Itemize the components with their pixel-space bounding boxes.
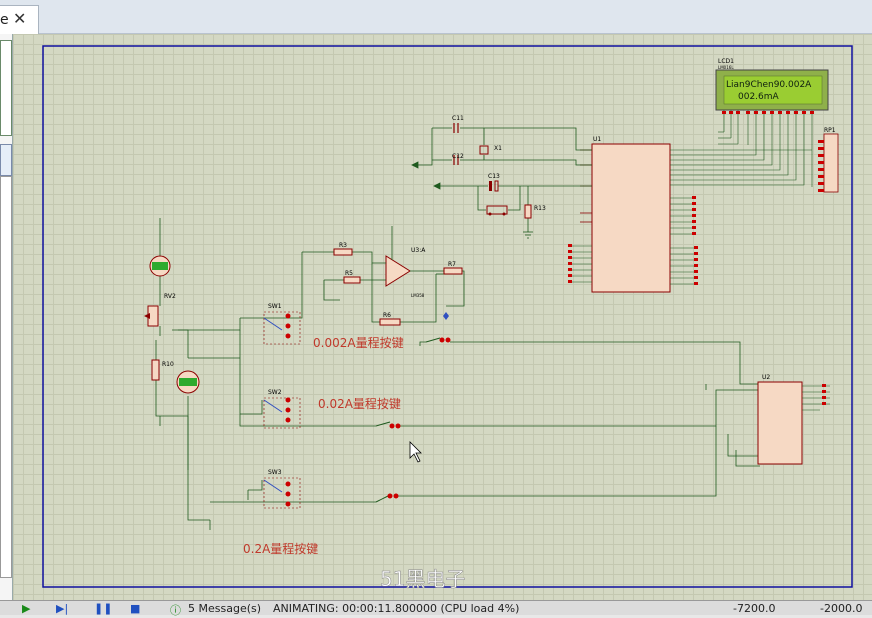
label-btn-0002a: 0.002A量程按键 <box>313 335 404 350</box>
switch-sw3: SW3 <box>263 469 301 509</box>
crystal-x1: X1 <box>479 145 502 155</box>
coord-y: -2000.0 <box>820 602 863 615</box>
capacitor-c13: C13 <box>488 173 500 192</box>
probe-diamond <box>443 312 449 320</box>
push-button-2 <box>375 421 401 429</box>
r7-ref: R7 <box>448 261 456 268</box>
label-btn-002a: 0.02A量程按键 <box>318 396 401 411</box>
u2-ref: U2 <box>762 374 770 381</box>
c12-ref: C12 <box>452 153 464 160</box>
left-circuit <box>155 218 376 530</box>
resistor-r7: R7 <box>443 261 463 275</box>
mouse-cursor-icon <box>409 441 422 463</box>
lcd-line-2: 002.6mA <box>738 92 780 102</box>
label-btn-02a: 0.2A量程按键 <box>243 541 318 556</box>
stop-icon[interactable]: ■ <box>130 602 141 615</box>
lcd-display: LCD1 LM016L Lian9Chen90.002A 002.6mA <box>700 58 829 187</box>
push-button-3 <box>375 493 399 503</box>
c13-ref: C13 <box>488 173 500 180</box>
u3a-ref: U3:A <box>411 247 426 254</box>
schematic-svg[interactable]: U1 <box>13 34 872 600</box>
schematic-canvas[interactable]: U1 <box>13 34 872 600</box>
resistor-r3: R3 <box>333 242 353 256</box>
sw2-ref: SW2 <box>268 389 282 396</box>
r5-ref: R5 <box>345 270 353 277</box>
u2-chip: U2 <box>757 374 830 465</box>
play-icon[interactable]: ▶ <box>22 602 31 615</box>
resistor-r5: R5 <box>343 270 361 284</box>
potentiometer-rv2: RV2 <box>144 293 176 327</box>
opamp-u3a: U3:A LM358 <box>385 247 426 298</box>
push-button-1 <box>425 337 451 343</box>
u1-ref: U1 <box>593 136 601 143</box>
ammeter-bottom <box>176 370 200 394</box>
info-icon: ⓘ <box>170 604 181 617</box>
lcd-ref: LCD1 <box>718 58 734 65</box>
switch-sw1: SW1 <box>263 303 301 345</box>
sw3-ref: SW3 <box>268 469 282 476</box>
r10-ref: R10 <box>162 361 174 368</box>
r6-ref: R6 <box>383 312 391 319</box>
lcd-part: LM016L <box>718 65 734 70</box>
watermark: 51黑电子 <box>380 567 465 591</box>
sheet-border <box>42 45 853 588</box>
messages-count[interactable]: 5 Message(s) <box>188 602 262 615</box>
overview-box[interactable] <box>0 40 12 136</box>
button-wires <box>396 341 760 497</box>
oscillator-circuit <box>418 127 592 232</box>
capacitor-c11 <box>453 123 459 133</box>
rp1-ref: RP1 <box>824 127 836 134</box>
rp1-resistor-pack: RP1 <box>818 127 839 193</box>
ammeter-top <box>149 255 171 277</box>
c11-ref: C11 <box>452 115 464 122</box>
status-bar: ▶ ▶| ❚❚ ■ ⓘ 5 Message(s) ANIMATING: 00:0… <box>0 600 872 617</box>
tab-bar: e ✕ <box>0 0 872 34</box>
sw1-ref: SW1 <box>268 303 282 310</box>
device-list-header[interactable] <box>0 144 12 176</box>
pause-icon[interactable]: ❚❚ <box>94 602 113 615</box>
r3-ref: R3 <box>339 242 347 249</box>
device-list[interactable] <box>0 176 12 578</box>
reset-button <box>486 205 508 216</box>
animation-status: ANIMATING: 00:00:11.800000 (CPU load 4%) <box>273 602 520 615</box>
close-icon[interactable]: ✕ <box>13 9 27 28</box>
left-panel <box>0 34 13 600</box>
switch-sw2: SW2 <box>263 389 301 429</box>
x1-ref: X1 <box>494 145 502 152</box>
coord-x: -7200.0 <box>733 602 776 615</box>
resistor-r6: R6 <box>379 312 401 326</box>
resistor-r10: R10 <box>151 359 174 381</box>
u1-mcu: U1 <box>568 136 700 293</box>
rv2-ref: RV2 <box>164 293 176 300</box>
capacitor-c12 <box>453 155 459 165</box>
resistor-r13: R13 <box>524 204 546 219</box>
lcd-line-1: Lian9Chen90.002A <box>726 80 812 90</box>
ground-symbols <box>411 161 533 239</box>
r13-ref: R13 <box>534 205 546 212</box>
tab-label: e <box>0 12 9 28</box>
step-icon[interactable]: ▶| <box>56 602 69 615</box>
u3a-part: LM358 <box>411 293 425 298</box>
opamp-wires <box>240 226 465 323</box>
tab-schematic[interactable]: e <box>0 5 39 34</box>
